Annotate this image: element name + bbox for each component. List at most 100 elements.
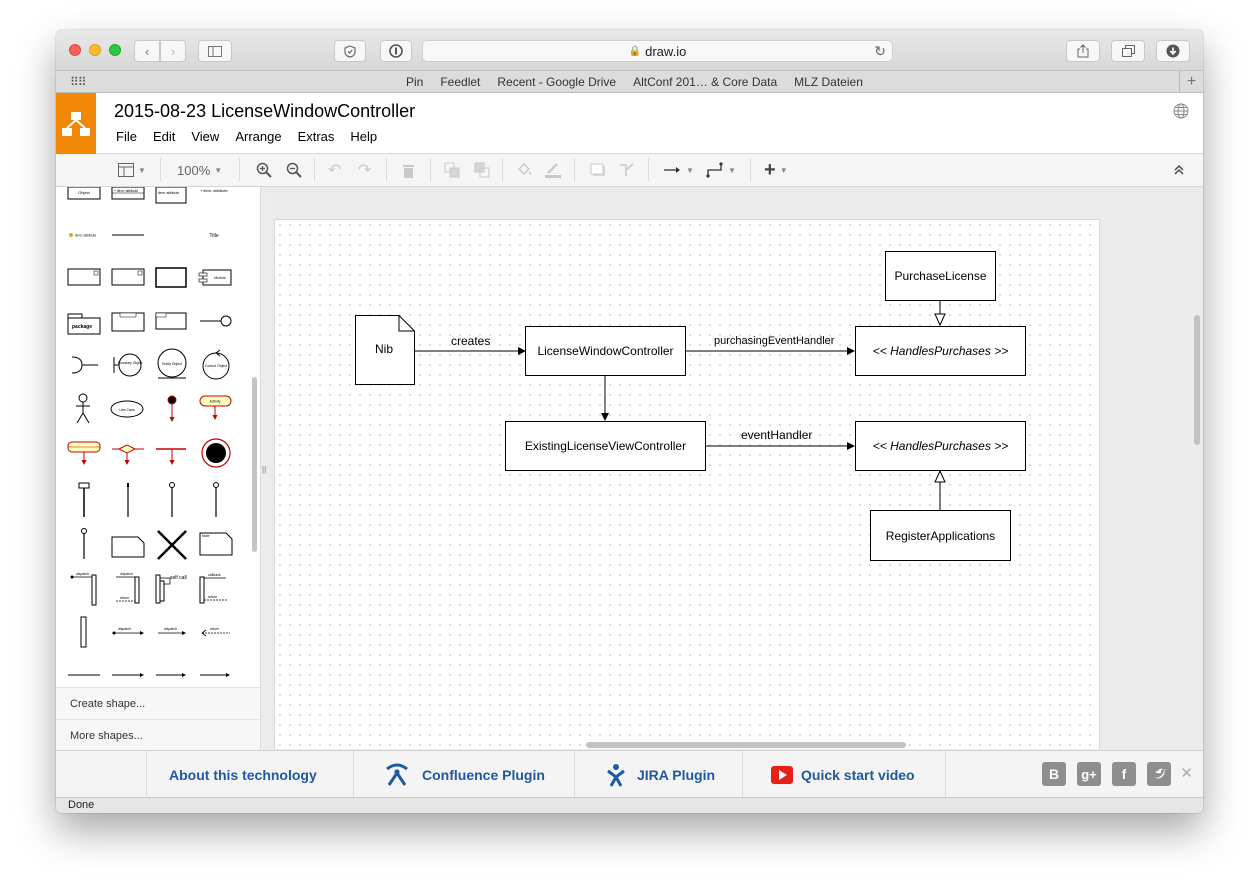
shape-return-message[interactable]: return — [201, 627, 230, 637]
edge-purchasing-event-handler[interactable] — [685, 347, 855, 355]
shape-attribute-dot[interactable]: item: attribute — [69, 233, 96, 238]
shape-fork[interactable] — [156, 448, 186, 465]
shape-component-2[interactable] — [111, 268, 145, 286]
forward-button[interactable]: › — [160, 40, 186, 62]
shape-required-interface[interactable] — [71, 356, 98, 374]
blogger-icon[interactable]: B — [1042, 762, 1066, 786]
shape-edge-4[interactable] — [200, 673, 230, 677]
shape-frame[interactable] — [111, 312, 145, 332]
edge-register-applications-inheritance[interactable] — [934, 469, 946, 510]
zoom-in-button[interactable] — [256, 160, 272, 180]
shape-lifeline-entity[interactable] — [169, 482, 175, 518]
edge-label-event-handler[interactable]: eventHandler — [741, 428, 813, 442]
shape-message[interactable]: dispatch — [112, 627, 145, 635]
privacy-shield-button[interactable] — [334, 40, 366, 62]
redo-button[interactable]: ↷ — [358, 160, 371, 180]
format-panel-button[interactable]: ▼ — [118, 160, 146, 180]
document-title[interactable]: 2015-08-23 LicenseWindowController — [114, 101, 416, 121]
shape-class-2[interactable]: item: attribute — [155, 187, 187, 204]
menu-file[interactable]: File — [116, 129, 137, 144]
node-register-applications[interactable]: RegisterApplications — [870, 510, 1011, 561]
drawio-logo[interactable] — [56, 93, 96, 154]
shape-activity[interactable]: Activity — [199, 395, 232, 420]
facebook-icon[interactable]: f — [1112, 762, 1136, 786]
edge-label-purchasing-event-handler[interactable]: purchasingEventHandler — [714, 335, 835, 347]
menu-view[interactable]: View — [191, 129, 220, 144]
canvas-horizontal-scrollbar[interactable] — [586, 742, 906, 748]
shape-actor[interactable] — [76, 393, 90, 424]
zoom-window-button[interactable] — [109, 44, 121, 56]
shape-control[interactable]: Control Object — [202, 349, 230, 380]
node-purchase-license[interactable]: PurchaseLicense — [885, 251, 996, 301]
sidebar-scrollbar[interactable] — [252, 377, 257, 552]
favorite-item[interactable]: Feedlet — [440, 75, 481, 89]
shape-provided-interface[interactable] — [200, 315, 232, 327]
favorite-item[interactable]: AltConf 201… & Core Data — [633, 75, 778, 89]
shape-note-2[interactable]: Note — [199, 532, 233, 556]
shape-frame-2[interactable] — [155, 312, 187, 330]
diagram-page[interactable]: Nib LicenseWindowController << HandlesPu… — [274, 219, 1100, 749]
undo-button[interactable]: ↶ — [328, 160, 341, 180]
shape-attribute[interactable]: + item: attribute — [200, 188, 228, 193]
address-bar[interactable]: 🔒 draw.io ↻ — [422, 40, 893, 62]
edge-label-creates[interactable]: creates — [451, 334, 491, 348]
connection-style-button[interactable]: ▼ — [664, 160, 694, 180]
quick-start-video-link[interactable]: Quick start video — [742, 751, 945, 798]
diagram-canvas[interactable]: Nib LicenseWindowController << HandlesPu… — [269, 187, 1203, 780]
to-back-button[interactable] — [474, 160, 490, 180]
sidebar-splitter[interactable]: || — [261, 187, 269, 780]
globe-icon[interactable] — [1173, 103, 1189, 119]
tabs-overview-button[interactable] — [1111, 40, 1145, 62]
shape-module[interactable]: Module — [198, 269, 232, 286]
node-existing-license-view-controller[interactable]: ExistingLicenseViewController — [505, 421, 706, 471]
twitter-icon[interactable] — [1147, 762, 1171, 786]
minimize-window-button[interactable] — [89, 44, 101, 56]
shape-component[interactable] — [67, 268, 101, 286]
sidebar-toggle-button[interactable] — [198, 40, 232, 62]
zoom-dropdown[interactable]: 100% ▼ — [177, 160, 222, 180]
edge-event-handler[interactable] — [705, 442, 855, 450]
shape-destroy[interactable] — [157, 530, 187, 560]
delete-button[interactable] — [402, 160, 415, 180]
to-front-button[interactable] — [444, 160, 460, 180]
about-technology-link[interactable]: About this technology — [146, 751, 354, 798]
node-handles-purchases-2[interactable]: << HandlesPurchases >> — [855, 421, 1026, 471]
shape-note[interactable] — [111, 536, 145, 558]
shape-title[interactable]: Title — [209, 233, 218, 239]
shape-lifeline-boundary[interactable] — [81, 528, 87, 560]
shape-message-2[interactable]: dispatch — [158, 627, 186, 635]
node-license-window-controller[interactable]: LicenseWindowController — [525, 326, 686, 376]
shape-activation[interactable] — [80, 616, 87, 648]
canvas-vertical-scrollbar[interactable] — [1194, 315, 1200, 445]
menu-edit[interactable]: Edit — [152, 129, 176, 144]
shadow-button[interactable] — [590, 160, 606, 180]
shape-package[interactable]: package — [67, 313, 101, 335]
node-nib[interactable]: Nib — [355, 315, 415, 385]
shape-edge-3[interactable] — [156, 673, 186, 677]
google-plus-icon[interactable]: g+ — [1077, 762, 1101, 786]
menu-arrange[interactable]: Arrange — [235, 129, 282, 144]
menu-help[interactable]: Help — [350, 129, 378, 144]
waypoints-button[interactable] — [618, 160, 634, 180]
favorite-item[interactable]: Pin — [406, 75, 424, 89]
shape-class[interactable]: + item: attribute — [111, 187, 145, 200]
waypoint-style-button[interactable]: ▼ — [706, 160, 736, 180]
downloads-button[interactable] — [1156, 40, 1190, 62]
shape-entity[interactable]: Entity Object — [157, 348, 187, 379]
favorite-item[interactable]: MLZ Dateien — [794, 75, 863, 89]
line-color-button[interactable] — [544, 160, 562, 180]
shape-use-case[interactable]: Use Case — [110, 400, 144, 418]
shape-lifeline-rect[interactable] — [78, 482, 90, 517]
shape-composite-state[interactable] — [67, 441, 101, 465]
close-footer-button[interactable]: ✕ — [1180, 764, 1193, 782]
confluence-plugin-link[interactable]: Confluence Plugin — [353, 751, 575, 798]
shape-rectangle-bold[interactable] — [155, 267, 187, 288]
fill-color-button[interactable] — [516, 160, 534, 180]
close-window-button[interactable] — [69, 44, 81, 56]
shape-final-state[interactable] — [201, 438, 231, 468]
shape-decision[interactable] — [112, 444, 144, 465]
back-button[interactable]: ‹ — [134, 40, 160, 62]
top-sites-icon[interactable]: ⠿⠿ — [70, 75, 87, 89]
new-tab-button[interactable]: + — [1179, 71, 1203, 93]
